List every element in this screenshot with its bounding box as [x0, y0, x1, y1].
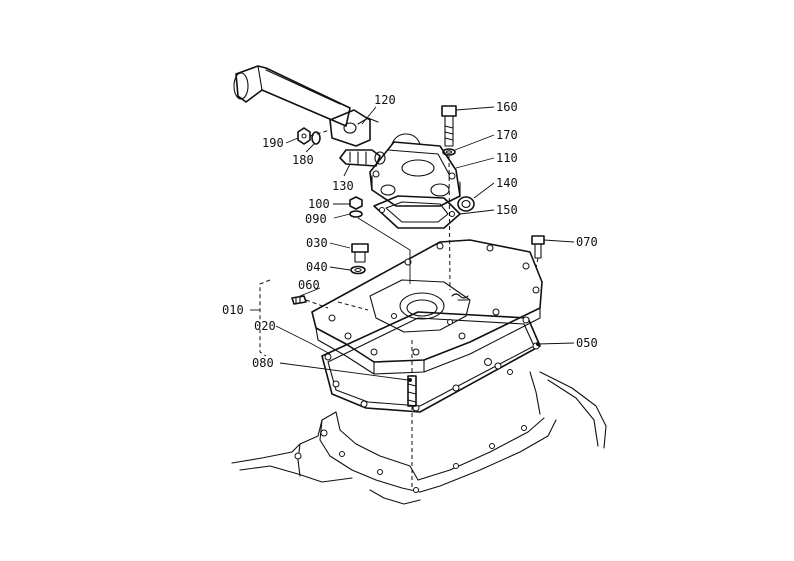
label-170: 170 — [496, 128, 518, 142]
label-150: 150 — [496, 203, 518, 217]
shift-shaft-120 — [233, 65, 386, 167]
bolt-160 — [441, 105, 457, 147]
transmission-case-outline — [231, 358, 607, 505]
axis-line-090 — [357, 217, 411, 284]
label-130: 130 — [332, 179, 354, 193]
axis-line-190 — [309, 129, 331, 137]
control-housing-110 — [369, 133, 461, 207]
bolt-070 — [531, 235, 545, 259]
leader-dot-050 — [536, 342, 540, 346]
plug-140 — [457, 196, 475, 212]
label-030: 030 — [306, 236, 328, 250]
stud-060 — [291, 295, 307, 305]
label-020: 020 — [254, 319, 276, 333]
label-080: 080 — [252, 356, 274, 370]
label-070: 070 — [576, 235, 598, 249]
label-160: 160 — [496, 100, 518, 114]
label-060: 060 — [298, 278, 320, 292]
washer-170 — [442, 148, 456, 156]
leader-lines — [250, 106, 575, 381]
nut-100 — [349, 196, 363, 210]
label-010: 010 — [222, 303, 244, 317]
label-040: 040 — [306, 260, 328, 274]
washer-040 — [350, 265, 366, 275]
gasket-020 — [321, 311, 541, 413]
label-050: 050 — [576, 336, 598, 350]
axis-line-060 — [305, 299, 329, 309]
axis-line-160 — [448, 155, 451, 291]
plug-030 — [351, 243, 369, 263]
axis-line-070 — [535, 257, 539, 269]
label-140: 140 — [496, 176, 518, 190]
label-100: 100 — [308, 197, 330, 211]
cover-plate-010 — [311, 239, 543, 375]
leader-dot-080 — [408, 378, 412, 382]
gasket-150 — [373, 195, 461, 229]
label-190: 190 — [262, 136, 284, 150]
washer-180 — [311, 131, 321, 145]
dowel-pin-080 — [407, 375, 417, 407]
label-090: 090 — [305, 212, 327, 226]
assembly-bracket — [259, 279, 271, 357]
label-120: 120 — [374, 93, 396, 107]
washer-090 — [349, 210, 363, 218]
nut-190 — [297, 127, 311, 145]
label-180: 180 — [292, 153, 314, 167]
label-110: 110 — [496, 151, 518, 165]
